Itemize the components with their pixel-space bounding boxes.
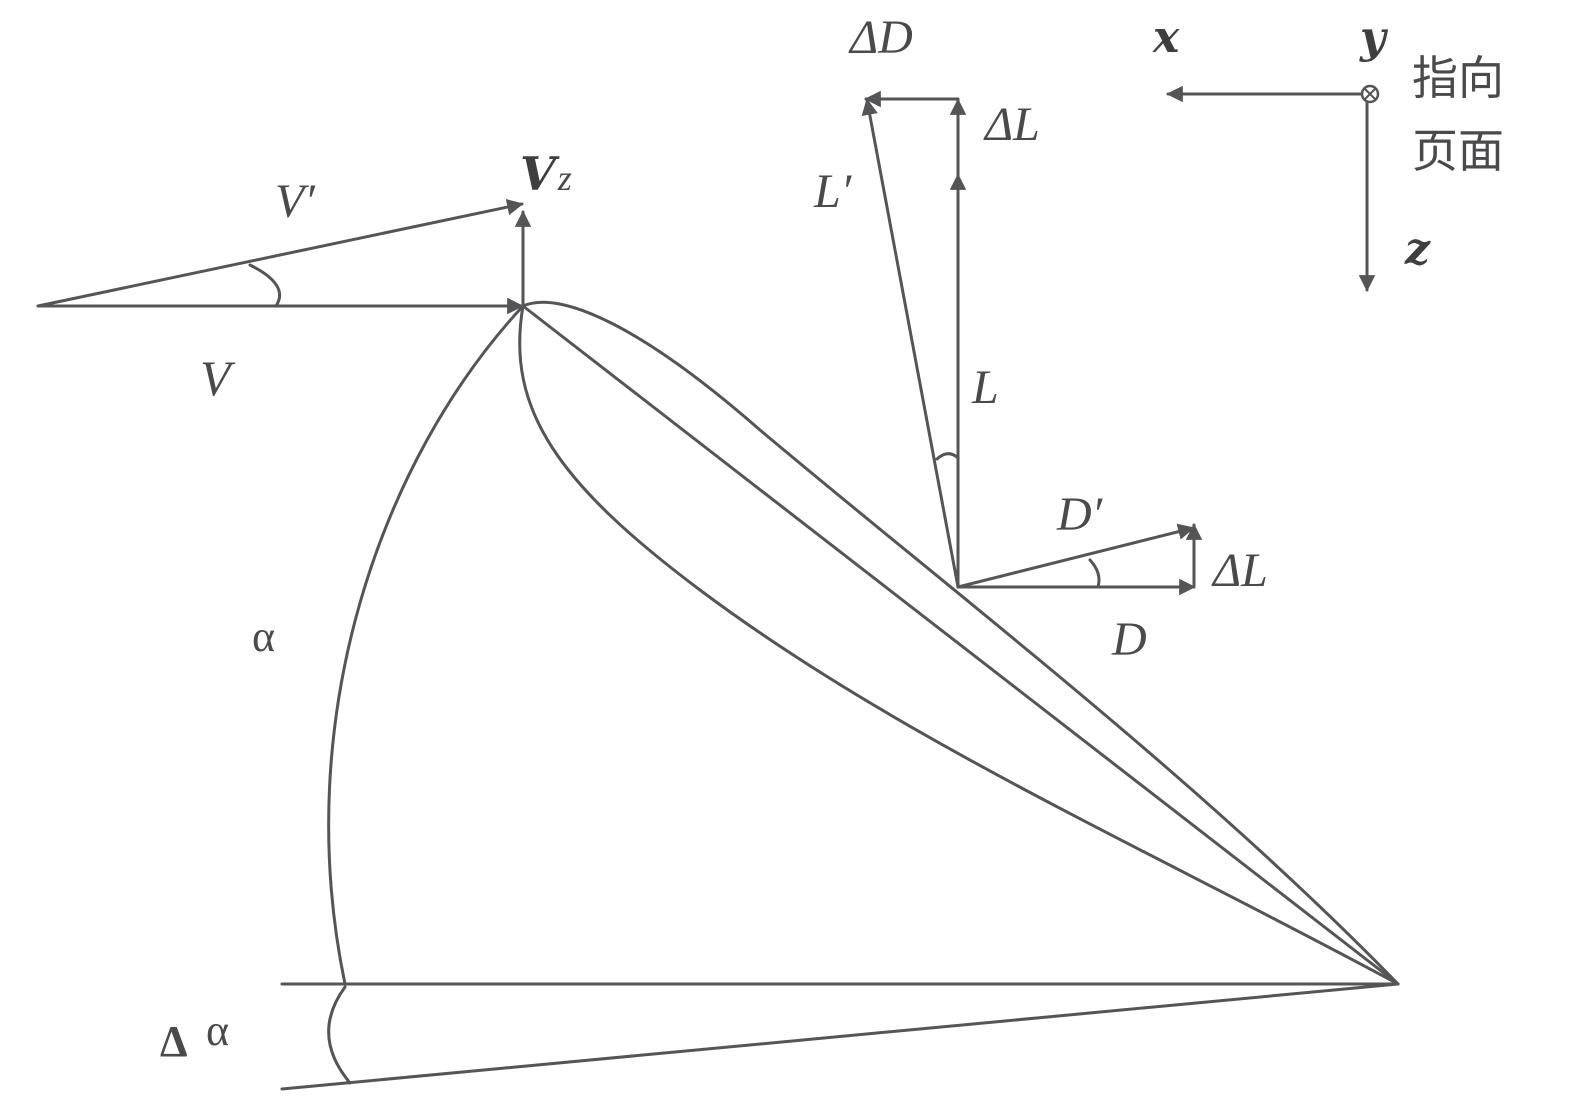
lift-l-prime-arrow [861, 98, 960, 589]
velocity-angle-arc [248, 263, 282, 308]
label-delta-alpha-alpha: α [206, 1006, 229, 1055]
lift-angle-arc [935, 452, 960, 461]
label-d-prime: D′ [1056, 488, 1104, 541]
label-vz-subscript: z [557, 158, 572, 198]
label-alpha: α [252, 612, 275, 661]
label-into-page-line2: 页面 [1412, 124, 1504, 178]
label-delta-d: ΔD [848, 11, 913, 64]
label-delta-alpha-delta: Δ [160, 1017, 188, 1066]
label-axis-z: z [1404, 224, 1431, 275]
drag-angle-arc [1088, 558, 1101, 589]
label-axis-x: x [1152, 12, 1180, 63]
alpha-arc [327, 304, 525, 986]
label-vz-main: V [520, 147, 560, 201]
label-vz: Vz [520, 147, 572, 201]
baseline-inclined [280, 982, 1400, 1091]
label-axis-y: y [1359, 12, 1389, 63]
drag-d-prime-arrow [956, 523, 1195, 589]
label-v-prime: V′ [275, 175, 316, 228]
label-l: L [971, 361, 999, 414]
label-delta-l-right: ΔL [1211, 544, 1268, 597]
label-delta-l-top: ΔL [983, 98, 1040, 151]
velocity-v-prime-arrow [36, 198, 524, 308]
chord-line [521, 304, 1400, 986]
label-v: V [200, 350, 236, 406]
delta-alpha-arc [327, 985, 352, 1085]
label-d: D [1111, 613, 1147, 666]
label-into-page-line1: 指向 [1412, 51, 1504, 105]
axis-y-into-page-icon [1360, 84, 1380, 104]
label-l-prime: L′ [813, 165, 853, 218]
